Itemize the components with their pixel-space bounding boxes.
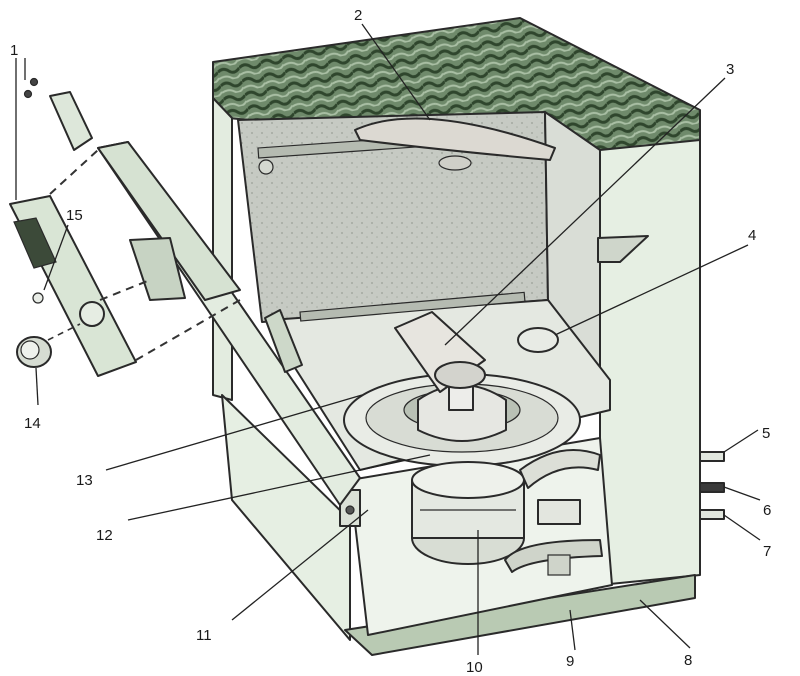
inlet-pipe [699, 451, 725, 462]
callout-9: 9 [566, 653, 574, 670]
callout-4: 4 [748, 227, 756, 244]
leader-14 [35, 367, 39, 406]
callout-8: 8 [684, 652, 692, 669]
salt-funnel [394, 311, 486, 393]
leader-13 [105, 394, 363, 471]
left-side-wall [212, 97, 233, 401]
upper-spray-arm [354, 117, 556, 171]
leader-6 [723, 486, 761, 501]
callout-6: 6 [763, 502, 771, 519]
control-panel-exploded [9, 77, 241, 377]
leader-2 [361, 23, 431, 121]
callout-5: 5 [762, 425, 770, 442]
leader-4 [554, 244, 749, 336]
explode-line-3 [99, 279, 151, 301]
callout-13: 13 [76, 472, 93, 489]
screw-a [29, 77, 39, 87]
door-side-bracket [264, 309, 303, 373]
callout-labels: 1 2 3 4 5 6 7 8 9 10 11 12 13 14 15 [10, 7, 771, 676]
right-side-panel [599, 139, 701, 586]
callout-7: 7 [763, 543, 771, 560]
lower-rack-rail [299, 291, 526, 322]
leader-15 [43, 224, 69, 291]
leader-lines [15, 23, 761, 655]
callout-2: 2 [354, 7, 362, 24]
leader-7 [723, 514, 761, 541]
control-panel-display [13, 217, 57, 269]
control-knob [16, 336, 52, 368]
callout-15: 15 [66, 207, 83, 224]
mounting-bracket [49, 91, 93, 151]
callout-3: 3 [726, 61, 734, 78]
explode-line-2 [135, 299, 241, 361]
callout-11: 11 [196, 627, 212, 644]
side-bracket [597, 235, 649, 263]
rinse-aid-cap [517, 327, 559, 353]
explode-line-4 [47, 323, 81, 341]
heating-element [504, 499, 603, 576]
power-cable [699, 509, 725, 520]
leader-5 [723, 429, 759, 453]
connections [699, 451, 725, 520]
leader-8 [639, 599, 691, 649]
leader-3 [444, 77, 726, 346]
screw-b [23, 89, 33, 99]
callout-14: 14 [24, 415, 41, 432]
leader-11 [231, 509, 369, 621]
rail-end-cap [258, 159, 274, 175]
drain-pipe [699, 482, 725, 493]
callout-1: 1 [10, 42, 18, 59]
kick-plate [344, 574, 696, 656]
pump-motor [411, 449, 601, 565]
explode-line-1 [49, 149, 99, 195]
control-panel-knob-seat [79, 301, 105, 327]
callout-12: 12 [96, 527, 113, 544]
lower-spray-assembly [343, 373, 581, 467]
door-latch [129, 237, 186, 301]
leader-9 [569, 609, 576, 651]
left-base-panel [221, 394, 351, 641]
indicator-lamp [32, 292, 44, 304]
leader-12 [127, 454, 431, 521]
callout-10: 10 [466, 659, 483, 676]
